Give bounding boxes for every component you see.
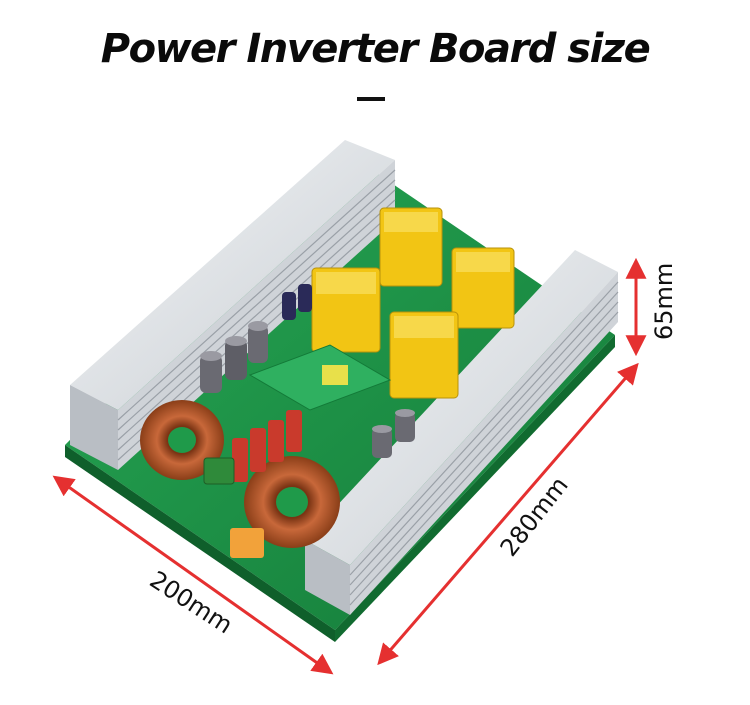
length-arrow <box>377 362 639 666</box>
height-label: 65mm <box>650 263 678 340</box>
width-label: 200mm <box>145 566 238 640</box>
film-capacitors <box>203 410 302 485</box>
dimension-arrows <box>52 257 647 675</box>
transformer <box>311 267 381 353</box>
page-title: Power Inverter Board size <box>100 26 651 72</box>
transformer <box>389 311 459 399</box>
title-underline <box>357 97 385 101</box>
transformer <box>379 207 443 287</box>
transformer <box>451 247 515 329</box>
width-arrow <box>52 475 334 675</box>
left-heatsink <box>70 140 396 470</box>
